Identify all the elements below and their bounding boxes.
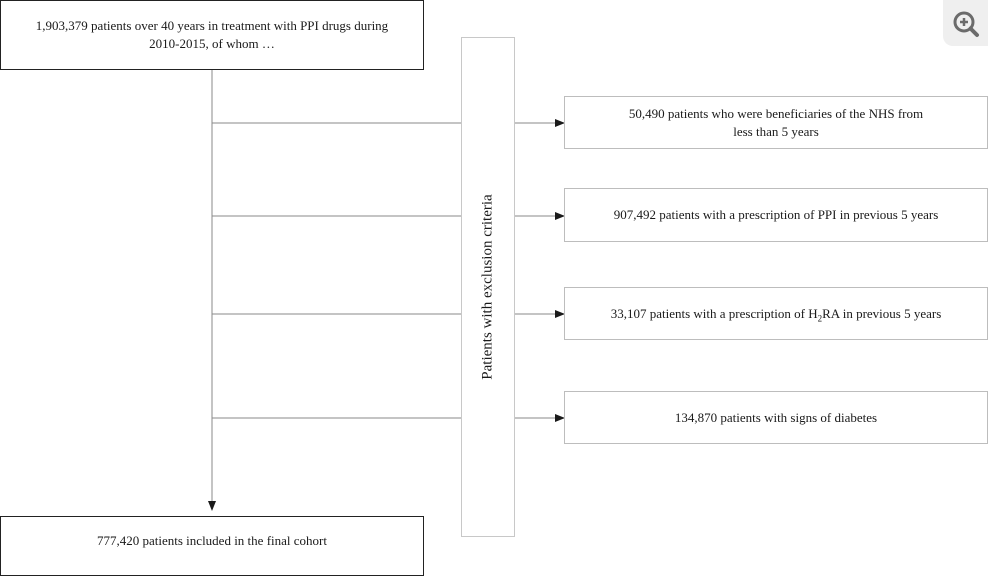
exclusion-box-diabetes: 134,870 patients with signs of diabetes bbox=[564, 391, 988, 444]
exclusion-h2ra-text: 33,107 patients with a prescription of H… bbox=[611, 305, 942, 323]
zoom-button[interactable] bbox=[943, 0, 988, 46]
zoom-in-icon bbox=[953, 11, 979, 37]
exclusion-h2ra-subscript: 2 bbox=[817, 313, 823, 324]
initial-population-line-1: 1,903,379 patients over 40 years in trea… bbox=[35, 18, 389, 33]
exclusion-nhs-line-2: less than 5 years bbox=[733, 123, 819, 139]
initial-population-box: 1,903,379 patients over 40 years in trea… bbox=[0, 0, 424, 70]
exclusion-ppi-text: 907,492 patients with a prescription of … bbox=[613, 207, 939, 222]
final-cohort-box: 777,420 patients included in the final c… bbox=[0, 516, 424, 576]
initial-population-line-2: 2010-2015, of whom … bbox=[149, 36, 275, 51]
exclusion-criteria-label: Patients with exclusion criteria bbox=[480, 194, 496, 380]
exclusion-h2ra-pre: 33,107 patients with a prescription of H bbox=[610, 305, 818, 321]
exclusion-diabetes-text: 134,870 patients with signs of diabetes bbox=[674, 409, 878, 425]
exclusion-h2ra-post: RA in previous 5 years bbox=[822, 305, 942, 321]
exclusion-box-ppi: 907,492 patients with a prescription of … bbox=[564, 188, 988, 242]
final-cohort-text: 777,420 patients included in the final c… bbox=[97, 533, 327, 548]
exclusion-box-nhs: 50,490 patients who were beneficiaries o… bbox=[564, 96, 988, 149]
exclusion-box-h2ra: 33,107 patients with a prescription of H… bbox=[564, 287, 988, 340]
exclusion-nhs-line-1: 50,490 patients who were beneficiaries o… bbox=[628, 105, 924, 121]
exclusion-criteria-box: Patients with exclusion criteria bbox=[461, 37, 515, 537]
